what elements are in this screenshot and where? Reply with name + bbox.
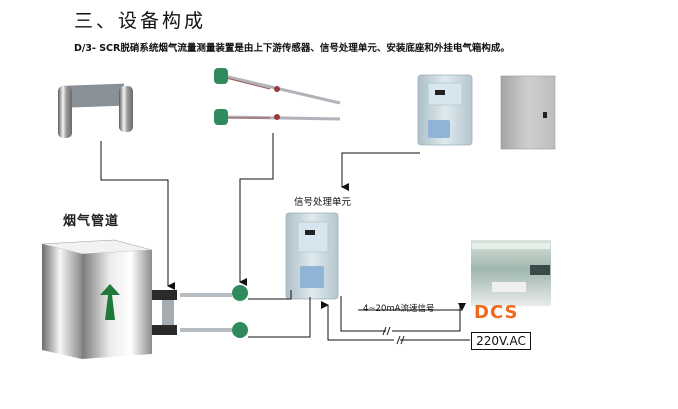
power-supply-label: 220V.AC	[471, 332, 531, 350]
sensor-head-lower-icon	[232, 322, 248, 338]
dcs-label: DCS	[474, 302, 519, 323]
electrical-cabinet-image	[500, 75, 556, 150]
section-heading: 三、设备构成	[74, 10, 207, 32]
connection-lines	[100, 133, 470, 341]
signal-processor-image	[285, 212, 339, 300]
flow-direction-arrow-icon	[100, 284, 120, 320]
signal-processor-image-top	[417, 74, 473, 146]
signal-output-label: 4~20mA流速信号	[363, 304, 435, 314]
installed-sensors	[152, 285, 248, 338]
flue-duct-image	[41, 239, 153, 359]
intro-text: D/3- SCR脱硝系统烟气流量测量装置是由上下游传感器、信号处理单元、安装底座…	[74, 43, 510, 54]
dcs-control-room-image	[471, 240, 551, 306]
sensor-head-upper-icon	[232, 285, 248, 301]
flue-duct-label: 烟气管道	[63, 214, 120, 229]
mounting-base-image	[58, 83, 133, 138]
signal-processor-label: 信号处理单元	[294, 197, 352, 208]
sensor-lower-image	[214, 109, 341, 125]
break-marks	[382, 326, 405, 345]
sensor-upper-image	[214, 68, 341, 105]
